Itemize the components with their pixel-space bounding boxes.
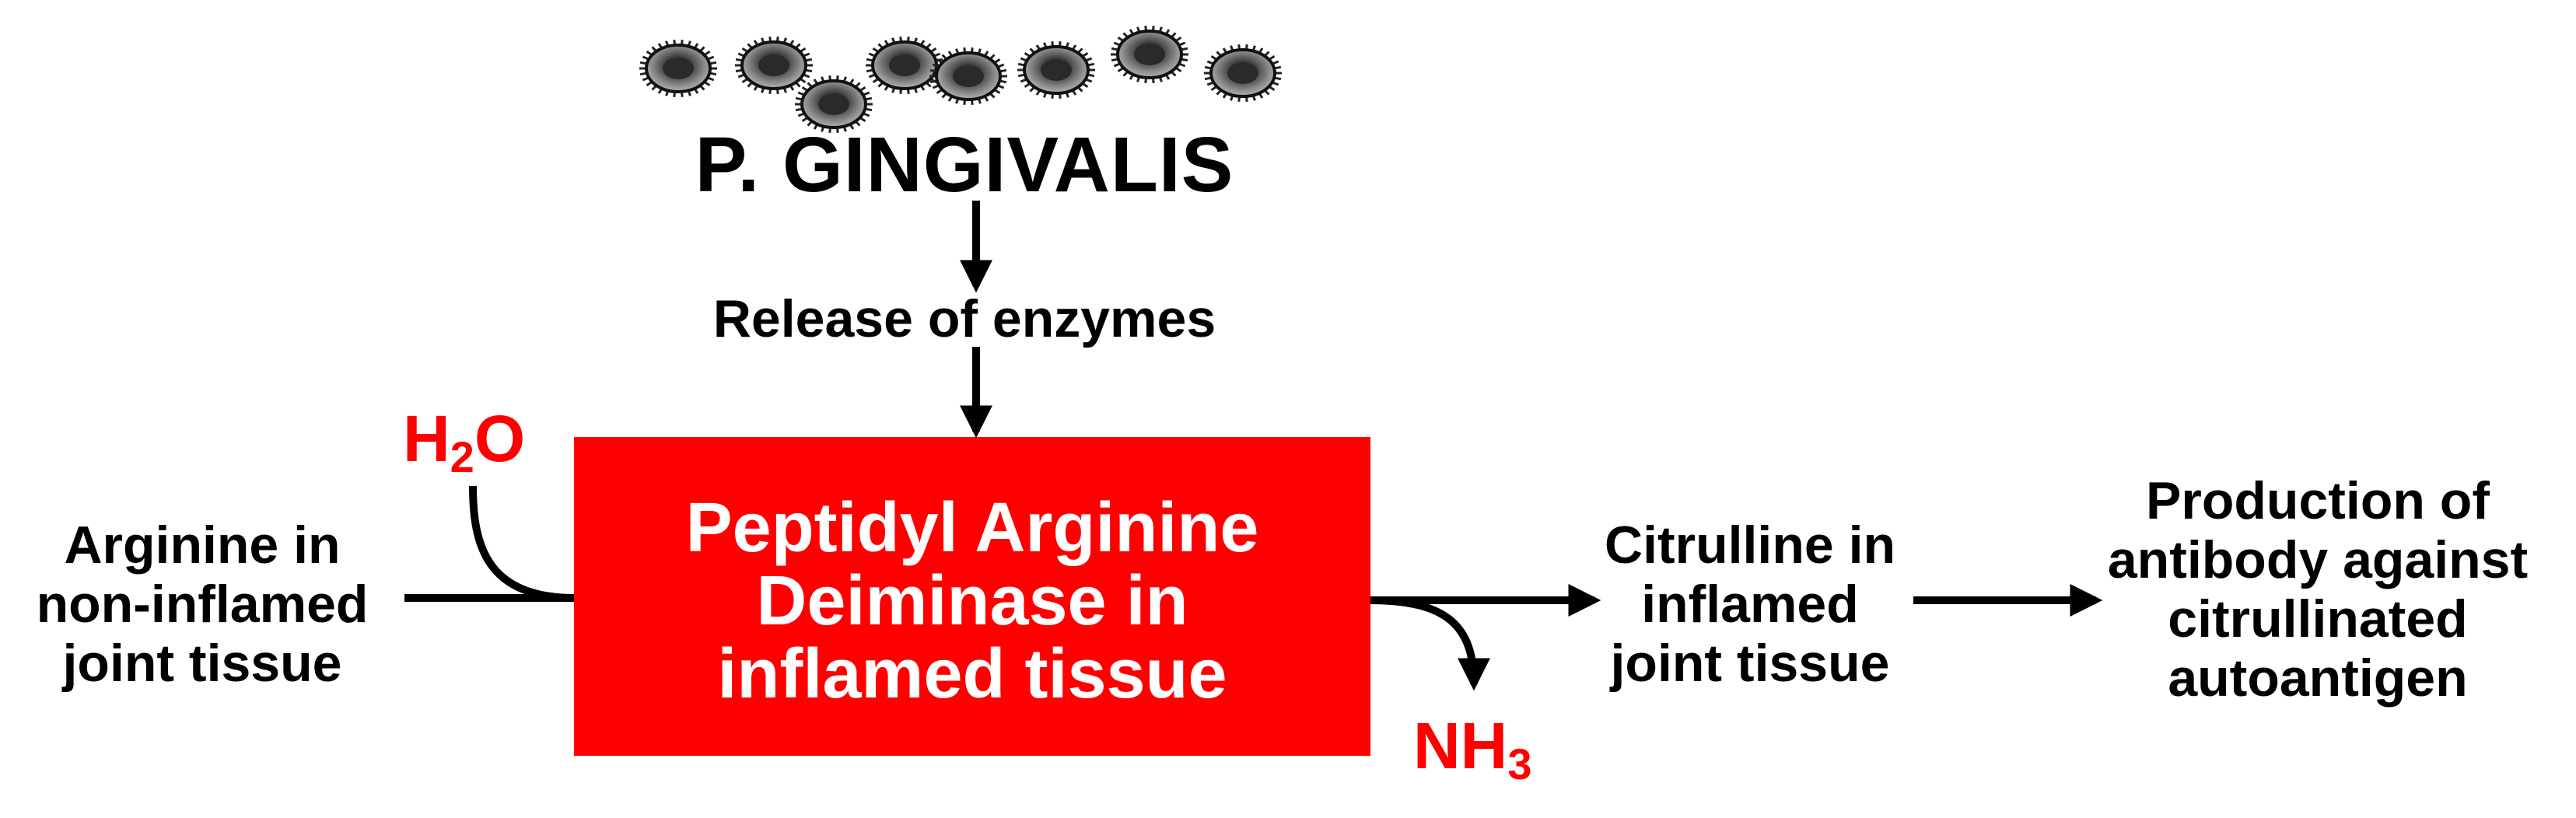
bacterium-icon xyxy=(795,75,873,133)
bacterium-icon xyxy=(1204,44,1282,102)
enzyme-line-2: Deiminase in xyxy=(756,562,1188,640)
product-line-2: inflamed xyxy=(1641,575,1859,634)
enzyme-box xyxy=(574,437,1370,756)
ammonia-formula: NH3 xyxy=(1413,713,1531,786)
water-h: H xyxy=(403,402,450,475)
outcome-line-4: autoantigen xyxy=(2168,648,2468,708)
organism-title: P. GINGIVALIS xyxy=(695,121,1234,208)
bacterium-icon xyxy=(1017,41,1095,99)
bacterium-icon xyxy=(735,37,813,94)
substrate-line-1: Arginine in xyxy=(64,516,341,575)
water-subscript: 2 xyxy=(450,432,474,481)
outcome-line-2: antibody against xyxy=(2107,530,2529,589)
ammonia-nh: NH xyxy=(1413,709,1508,782)
substrate-line-3: joint tissue xyxy=(62,634,342,693)
water-o: O xyxy=(474,402,526,475)
outcome-line-1: Production of xyxy=(2146,471,2490,530)
curve-ammonia-output xyxy=(1370,596,1490,691)
substrate-line-2: non-inflamed xyxy=(36,575,369,634)
curve-water-input xyxy=(469,485,575,602)
enzyme-line-3: inflamed tissue xyxy=(717,635,1227,713)
water-formula: H2O xyxy=(403,406,525,479)
outcome-line-3: citrullinated xyxy=(2168,589,2468,648)
release-label: Release of enzymes xyxy=(712,289,1216,348)
bacterium-icon xyxy=(639,40,717,97)
bacteria-cluster xyxy=(639,26,1282,133)
bacterium-icon xyxy=(929,47,1007,105)
product-label: Citrulline in inflamed joint tissue xyxy=(1571,516,1929,693)
product-line-3: joint tissue xyxy=(1610,634,1890,693)
bacterium-icon xyxy=(866,37,943,94)
ammonia-subscript: 3 xyxy=(1507,739,1532,788)
outcome-label: Production of antibody against citrullin… xyxy=(2061,471,2574,708)
enzyme-label: Peptidyl Arginine Deiminase in inflamed … xyxy=(574,491,1370,711)
substrate-label: Arginine in non-inflamed joint tissue xyxy=(0,516,404,693)
enzyme-line-1: Peptidyl Arginine xyxy=(685,489,1259,567)
bacterium-icon xyxy=(1111,26,1188,83)
product-line-1: Citrulline in xyxy=(1605,516,1895,575)
